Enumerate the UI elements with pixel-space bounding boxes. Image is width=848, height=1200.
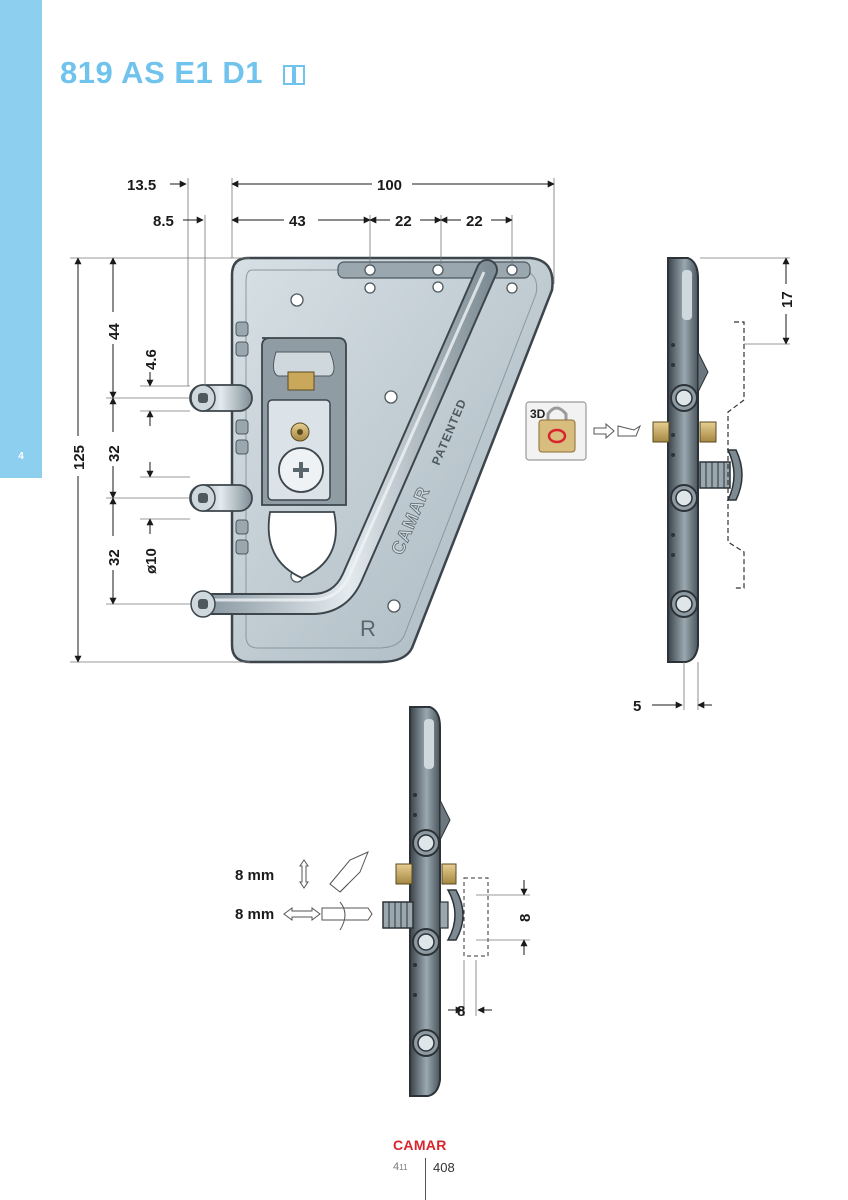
dim-17: 17 <box>779 291 796 308</box>
hex-key-icon <box>321 901 373 931</box>
dim-8-vertical: 8 <box>517 914 534 922</box>
dim-22-a: 22 <box>395 213 412 230</box>
adjustment-view: 8 mm 8 mm 8 8 <box>235 706 534 1097</box>
dim-22-b: 22 <box>466 213 483 230</box>
footer-section-number: 4 <box>393 1161 400 1173</box>
latch-counterpart-outline <box>727 321 745 589</box>
page-number: 408 <box>433 1160 455 1175</box>
footer-brand-logo: CAMAR <box>393 1137 447 1153</box>
dim-5: 5 <box>633 698 641 715</box>
vertical-adjust-label: 8 mm <box>235 867 274 884</box>
dim-13-5: 13.5 <box>127 177 156 194</box>
axial-adjust-label: 8 mm <box>235 906 274 923</box>
book-icon <box>283 65 305 85</box>
adjust-range-outline <box>463 877 489 957</box>
dim-8-5: 8.5 <box>153 213 174 230</box>
footer-section-sub: 11 <box>399 1163 408 1172</box>
dim-4-6: 4.6 <box>143 349 160 370</box>
front-view: CAMAR PATENTED R <box>70 177 555 664</box>
dim-8-horizontal: 8 <box>457 1003 465 1020</box>
dim-32-a: 32 <box>106 445 123 462</box>
dim-100: 100 <box>377 177 402 194</box>
hollow-arrow-icon <box>593 422 642 440</box>
screwdriver-icon <box>329 851 369 893</box>
dim-32-b: 32 <box>106 549 123 566</box>
section-number: 4 <box>18 451 24 462</box>
badge-3d-label: 3D <box>530 407 546 421</box>
horizontal-arrow-icon <box>283 907 321 921</box>
footer-section-ref: 411 <box>393 1161 407 1173</box>
side-view: 17 5 <box>633 257 796 715</box>
footer-divider <box>425 1158 426 1200</box>
dim-125: 125 <box>71 445 88 470</box>
vertical-arrow-icon <box>299 859 309 889</box>
section-sidebar-tab: 4 <box>0 0 42 478</box>
plate-hand-mark: R <box>360 616 376 641</box>
dim-44: 44 <box>106 323 123 340</box>
page-title: 819 AS E1 D1 <box>60 55 264 90</box>
dim-diameter-10: ø10 <box>143 548 160 574</box>
dim-43: 43 <box>289 213 306 230</box>
bolt-pins <box>189 384 253 618</box>
badge-3d[interactable]: 3D <box>525 401 587 461</box>
